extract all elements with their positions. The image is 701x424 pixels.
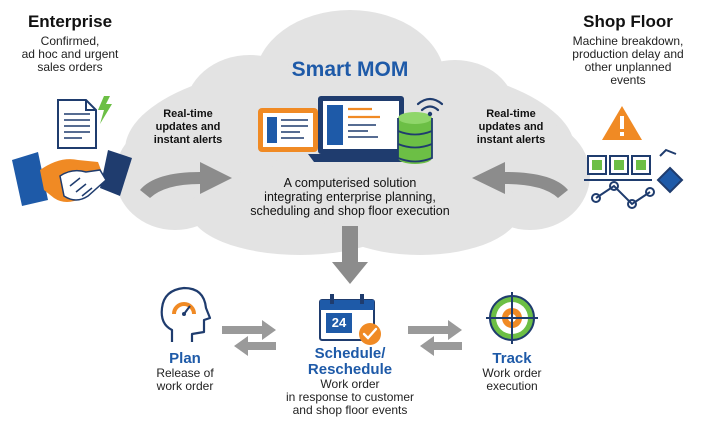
track-description: Work order execution <box>482 366 542 393</box>
smart-mom-title: Smart MOM <box>291 58 409 81</box>
enterprise-title: Enterprise <box>27 12 113 31</box>
plan-description: Release of work order <box>156 366 214 393</box>
alert-right: Real-time updates and instant alerts <box>476 108 546 146</box>
schedule-description: Work order in response to customer and s… <box>285 377 415 417</box>
plan-title: Plan <box>169 350 201 367</box>
alert-left: Real-time updates and instant alerts <box>153 108 223 146</box>
lightning-icon <box>98 96 112 124</box>
track-step: Track Work order execution <box>462 350 562 393</box>
shop-floor-description: Machine breakdown, production delay and … <box>572 34 684 87</box>
schedule-title: Schedule/ Reschedule <box>307 345 393 378</box>
calendar-number: 24 <box>331 315 347 330</box>
plan-step: Plan Release of work order <box>135 350 235 393</box>
schedule-step: Schedule/ Reschedule Work order in respo… <box>270 346 430 417</box>
smart-mom-description: A computerised solution integrating ente… <box>250 176 450 218</box>
track-title: Track <box>492 350 532 367</box>
shop-floor-title: Shop Floor <box>583 12 673 31</box>
enterprise-description: Confirmed, ad hoc and urgent sales order… <box>21 34 119 74</box>
